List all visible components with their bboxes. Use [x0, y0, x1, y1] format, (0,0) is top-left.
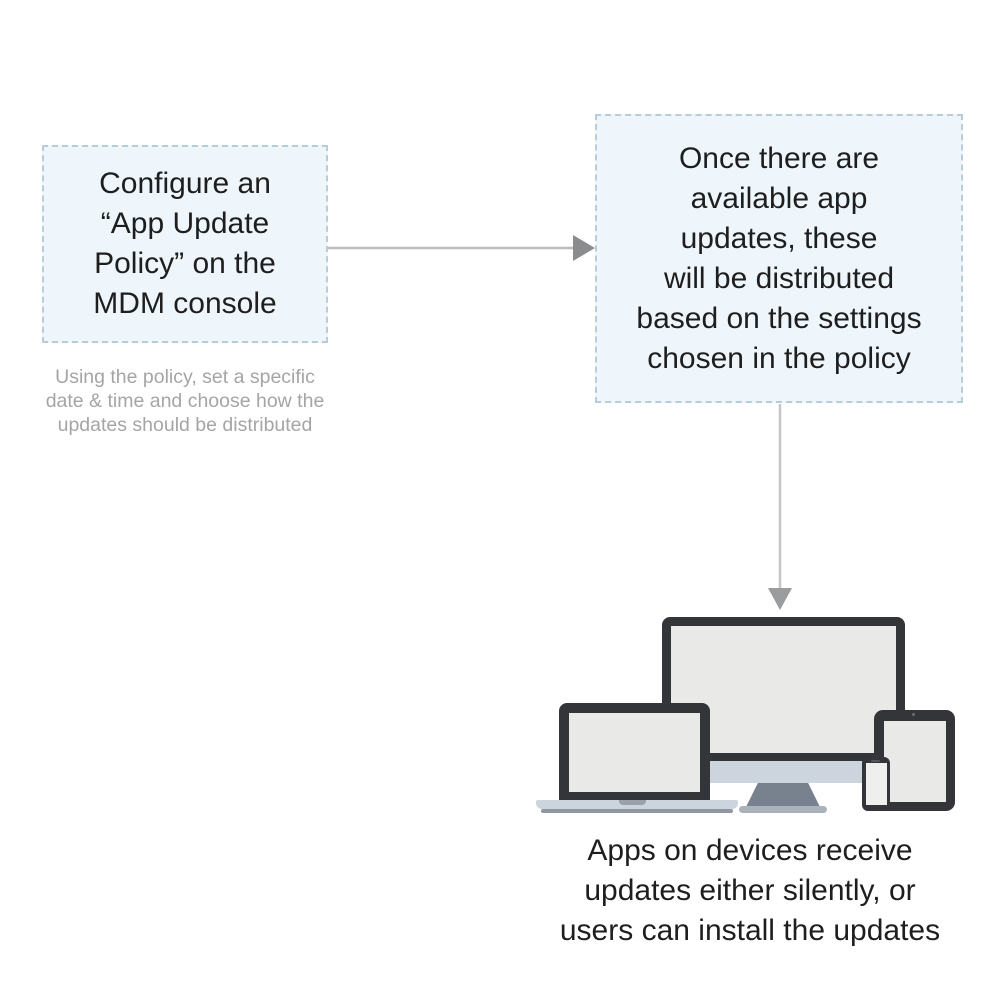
step3-caption-line: Apps on devices receive	[587, 834, 913, 867]
step2-text-line: available app	[690, 181, 868, 215]
arrow-down-icon	[768, 404, 792, 610]
step2-text-line: will be distributed	[663, 261, 895, 295]
step1-text-line: MDM console	[93, 287, 277, 320]
laptop-icon	[559, 703, 710, 802]
desktop-monitor-base	[739, 806, 827, 813]
desktop-monitor-icon	[662, 617, 905, 762]
step2-text-line: chosen in the policy	[647, 341, 911, 375]
step1-box: Configure an “App Update Policy” on the …	[42, 145, 328, 343]
tablet-camera-dot	[912, 713, 915, 716]
laptop-bottom-edge	[541, 809, 733, 813]
step2-text-line: Once there are	[678, 141, 880, 175]
smartphone-speaker	[871, 760, 880, 762]
step1-caption-line: Using the policy, set a specific	[55, 366, 315, 388]
step3-caption-line: updates either silently, or	[584, 874, 916, 907]
step2-text-line: based on the settings	[636, 301, 922, 335]
devices-illustration	[533, 617, 958, 817]
step1-caption-line: updates should be distributed	[57, 414, 313, 436]
step1-text-line: Configure an	[99, 167, 271, 200]
desktop-monitor-chin	[662, 761, 905, 783]
step2-text-line: updates, these	[680, 221, 878, 255]
step1-text-line: Policy” on the	[94, 247, 276, 280]
step2-box: Once there are available app updates, th…	[595, 114, 963, 403]
laptop-notch	[619, 800, 646, 805]
step1-caption-line: date & time and choose how the	[45, 390, 325, 412]
step1-caption: Using the policy, set a specific date & …	[35, 365, 335, 437]
smartphone-icon	[862, 757, 890, 811]
desktop-monitor-stand	[746, 783, 820, 807]
arrow-right-icon	[328, 235, 595, 261]
step3-caption: Apps on devices receive updates either s…	[500, 831, 1000, 951]
step3-caption-line: users can install the updates	[559, 914, 941, 947]
step1-text-line: “App Update	[100, 207, 270, 240]
